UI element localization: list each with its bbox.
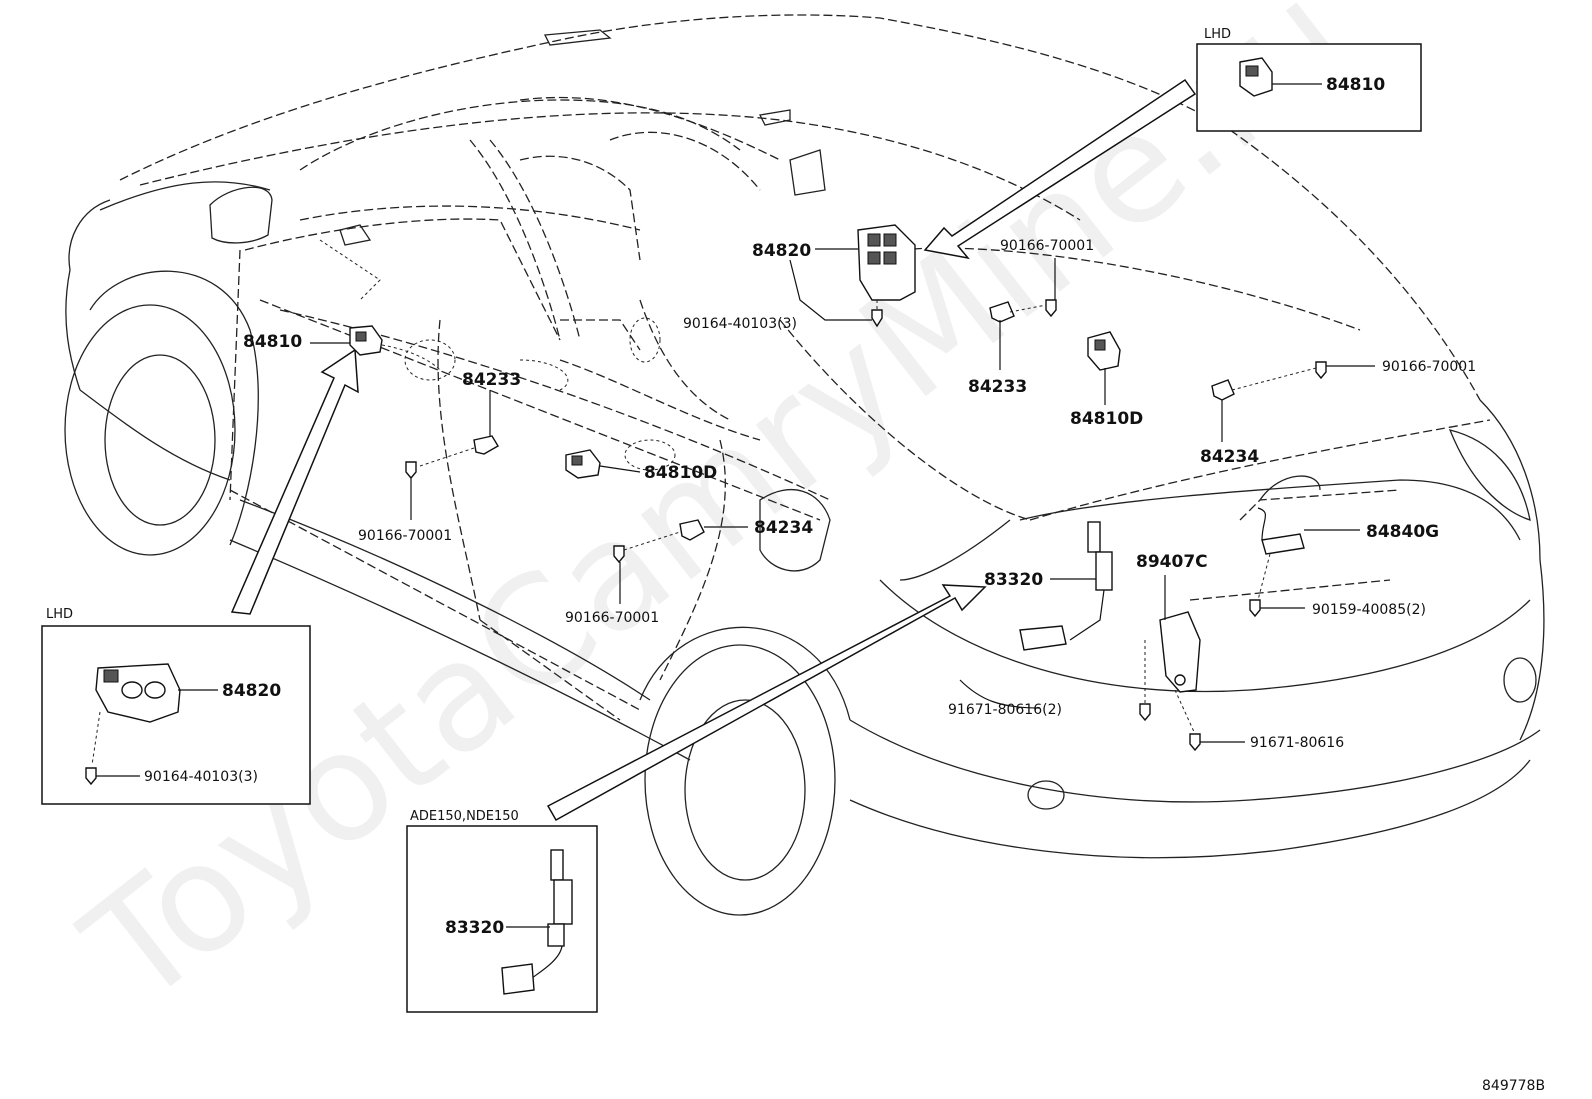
leader-lines [310,248,1375,743]
inset-left-label: LHD [46,607,73,622]
inset-bottom-part: 83320 [445,918,504,938]
window-switch-84810d-right [1087,331,1121,371]
courtesy-switch-84234-center [679,519,705,541]
label-90166-70001-top: 90166-70001 [1000,238,1094,254]
label-84820: 84820 [752,241,811,261]
label-84840g: 84840G [1366,522,1439,542]
inset-top-right-part: 84810 [1326,75,1385,95]
label-90166-70001-right: 90166-70001 [1382,359,1476,375]
window-switch-84810d-center [565,449,601,479]
label-89407c: 89407C [1136,552,1208,572]
label-90166-70001-left: 90166-70001 [358,528,452,544]
courtesy-switch-84233-left [473,435,499,455]
pointer-arrow-left [230,348,359,615]
window-switch-84810-left [349,325,383,356]
power-window-master-switch-84820 [857,224,916,301]
label-84810d-center: 84810D [644,463,717,483]
inset-left-switch: 84820 [222,681,281,701]
label-84810d-right: 84810D [1070,409,1143,429]
label-84810-left: 84810 [243,332,302,352]
screw-91671-parts [1139,703,1201,752]
screw-90166-parts [405,299,1327,564]
inset-lhd-top-right: LHD 84810 [1196,27,1422,132]
inset-left-screw: 90164-40103(3) [144,769,258,785]
label-84233-left: 84233 [462,370,521,390]
courtesy-switch-84234-right [1211,379,1235,401]
label-90159-40085-2: 90159-40085(2) [1312,602,1426,618]
fuel-sender-83320-main [1019,521,1113,651]
label-84234-center: 84234 [754,518,813,538]
pointer-arrow-bottom [546,584,987,822]
inset-lhd-left: LHD 84820 90164-40103(3) [41,607,311,805]
inset-bottom-label: ADE150,NDE150 [410,809,519,824]
sensor-89407c [1159,611,1201,693]
inset-top-right-label: LHD [1204,27,1231,42]
car-body-outline [64,14,1545,916]
label-90166-70001-center: 90166-70001 [565,610,659,626]
label-90164-40103-3: 90164-40103(3) [683,316,797,332]
label-84233-right: 84233 [968,377,1027,397]
label-91671-80616: 91671-80616 [1250,735,1344,751]
trunk-opener-switch-84840g [1257,507,1305,555]
label-91671-80616-2: 91671-80616(2) [948,702,1062,718]
screw-90164-main [871,309,883,328]
label-83320-main: 83320 [984,570,1043,590]
diagram-code: 849778B [1482,1078,1545,1094]
pointer-arrow-top-right [923,78,1197,260]
label-84234-right: 84234 [1200,447,1259,467]
callout-labels: 84820 90164-40103(3) 90166-70001 84233 8… [243,238,1476,751]
inset-ade150-nde150: ADE150,NDE150 83320 [406,809,598,1013]
screw-90159 [1249,599,1261,618]
watermark-text: ToyotaCamryMine.ru [54,0,1380,1039]
courtesy-switch-84233-right [989,301,1015,323]
